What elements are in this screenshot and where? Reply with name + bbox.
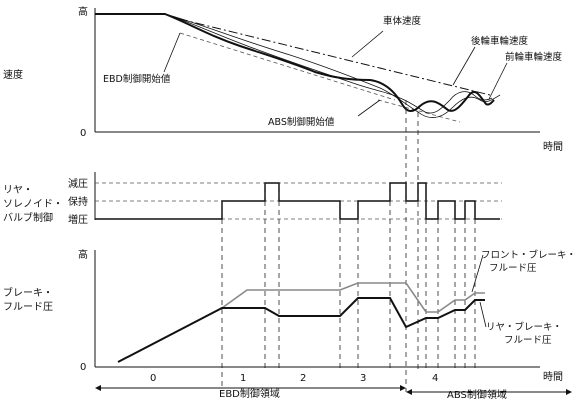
- wheel-speed-bold-line: [95, 13, 495, 112]
- rear-pressure-leader: [479, 301, 487, 328]
- phase-label-4: 4: [432, 373, 438, 384]
- phase-label-3: 3: [360, 373, 366, 384]
- pressure-y-zero: 0: [80, 362, 86, 373]
- note-abs-start: ABS制御開始値: [268, 116, 335, 128]
- front-brake-pressure-line: [221, 282, 485, 313]
- region-abs-label: ABS制御領域: [447, 388, 507, 400]
- pressure-y-label-1: ブレーキ・: [3, 286, 53, 299]
- rear-wheel-speed-line: [95, 13, 493, 114]
- speed-x-label: 時間: [543, 141, 563, 153]
- rear-pressure-label-2: フルード圧: [504, 335, 552, 346]
- pressure-y-high: 高: [78, 248, 88, 261]
- rear-brake-pressure-line: [117, 297, 485, 363]
- valve-level-increase: 増圧: [68, 213, 88, 226]
- valve-level-decrease: 減圧: [68, 177, 88, 190]
- legend-rear-wheel-speed: 後輪車輪速度: [471, 35, 529, 47]
- rear-speed-leader: [452, 46, 476, 86]
- valve-y-label-1: リヤ・: [3, 185, 33, 196]
- valve-chart: リヤ・ ソレノイド・ バルブ制御 減圧 保持 増圧: [3, 172, 502, 226]
- valve-y-label-2: ソレノイド・: [3, 199, 63, 210]
- abs-threshold-line: [377, 99, 461, 123]
- valve-control-signal: [95, 182, 500, 220]
- body-speed-leader: [351, 30, 384, 58]
- region-ebd-label: EBD制御領域: [219, 387, 280, 400]
- legend-front-wheel-speed: 前輪車輪速度: [505, 51, 563, 63]
- phase-label-1: 1: [240, 373, 246, 384]
- note-ebd-start: EBD制御開始値: [103, 73, 171, 85]
- ebd-threshold-line: [179, 32, 396, 101]
- speed-y-label: 速度: [3, 68, 23, 81]
- pressure-chart: 高 0 ブレーキ・ フルード圧 時間 フロント・ブレーキ・ フルード圧 リヤ・ブ…: [3, 248, 576, 400]
- pressure-y-label-2: フルード圧: [3, 302, 53, 313]
- front-pressure-label-1: フロント・ブレーキ・: [481, 249, 576, 261]
- phase-label-2: 2: [300, 373, 306, 384]
- front-speed-leader: [488, 62, 508, 100]
- pressure-x-label: 時間: [543, 371, 563, 383]
- phase-label-0: 0: [150, 373, 156, 384]
- valve-level-hold: 保持: [68, 195, 88, 208]
- legend-body-speed: 車体速度: [383, 15, 422, 27]
- phase-boundaries: [221, 100, 476, 392]
- abs-note-leader: [357, 99, 381, 117]
- ebd-note-leader: [163, 32, 181, 73]
- front-pressure-leader: [471, 254, 484, 293]
- speed-y-zero: 0: [80, 128, 86, 139]
- rear-pressure-label-1: リヤ・ブレーキ・: [486, 321, 562, 333]
- speed-chart: 高 0 速度 時間 車体速度 後輪車輪速度 前輪車輪速度 EBD制御開始値 AB…: [3, 5, 563, 153]
- valve-y-label-3: バルブ制御: [3, 211, 53, 224]
- front-pressure-label-2: フルード圧: [489, 263, 537, 274]
- front-wheel-speed-line: [95, 13, 501, 118]
- speed-y-high: 高: [78, 5, 88, 18]
